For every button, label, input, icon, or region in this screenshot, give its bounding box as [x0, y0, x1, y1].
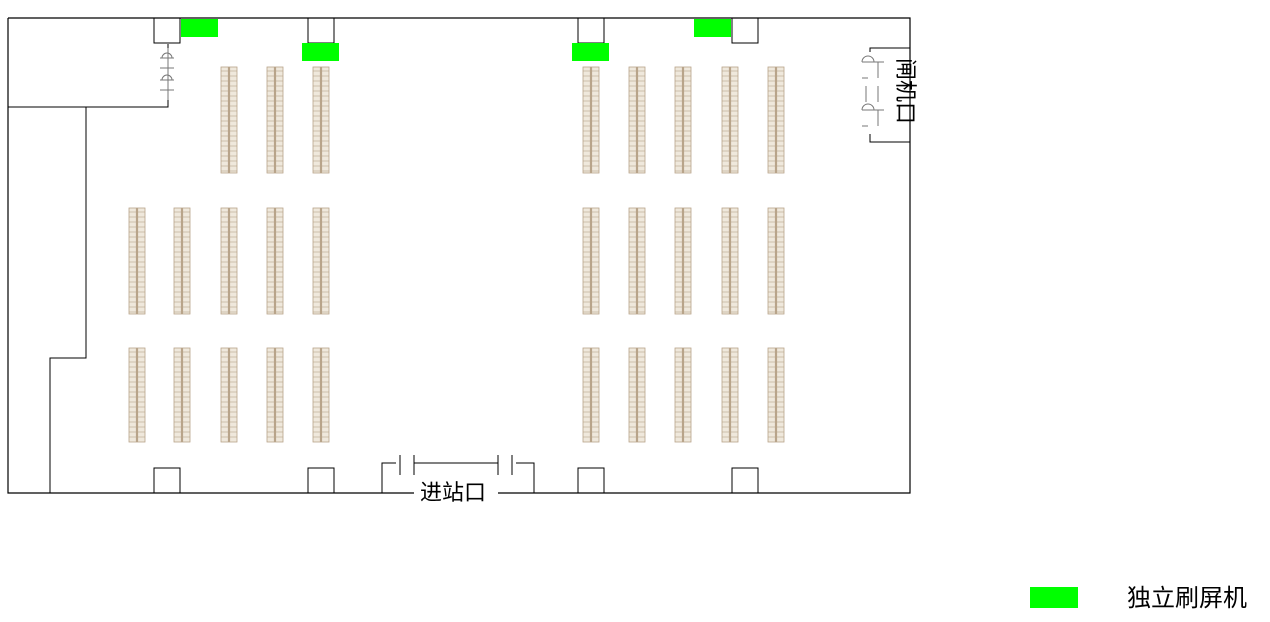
seat-row [628, 207, 646, 315]
seat-row [173, 347, 191, 443]
seat-row [173, 207, 191, 315]
legend-label: 独立刷屏机 [1127, 584, 1247, 612]
seat-row [266, 347, 284, 443]
legend: 独立刷屏机 [1030, 584, 1247, 612]
seat-row [312, 207, 330, 315]
gate-turnstiles [861, 44, 911, 143]
kiosk-1 [181, 19, 218, 37]
top-left-turnstile-icon [160, 48, 174, 100]
seat-row [767, 207, 785, 315]
seat-row [674, 347, 692, 443]
seat-row [628, 66, 646, 174]
pillars [153, 17, 759, 494]
seat-row [674, 66, 692, 174]
kiosks [181, 19, 731, 61]
seat-row [266, 207, 284, 315]
seating-rows [128, 66, 785, 443]
seat-row [128, 347, 146, 443]
seat-row [721, 347, 739, 443]
seat-row [721, 66, 739, 174]
seat-row [128, 207, 146, 315]
kiosk-3 [572, 43, 609, 61]
seat-row [220, 347, 238, 443]
seat-row [220, 66, 238, 174]
kiosk-2 [302, 43, 339, 61]
seat-row [582, 66, 600, 174]
seat-row [266, 66, 284, 174]
kiosk-4 [694, 19, 731, 37]
seat-row [312, 66, 330, 174]
entrance-label: 进站口 [420, 481, 486, 506]
seat-row [674, 207, 692, 315]
legend-swatch [1030, 587, 1078, 608]
gate-label: 闸机口 [892, 58, 917, 124]
entrance-doors [381, 455, 535, 502]
seat-row [582, 207, 600, 315]
seat-row [628, 347, 646, 443]
seat-row [767, 66, 785, 174]
seat-row [721, 207, 739, 315]
seat-row [312, 347, 330, 443]
seat-row [582, 347, 600, 443]
seat-row [767, 347, 785, 443]
seat-row [220, 207, 238, 315]
